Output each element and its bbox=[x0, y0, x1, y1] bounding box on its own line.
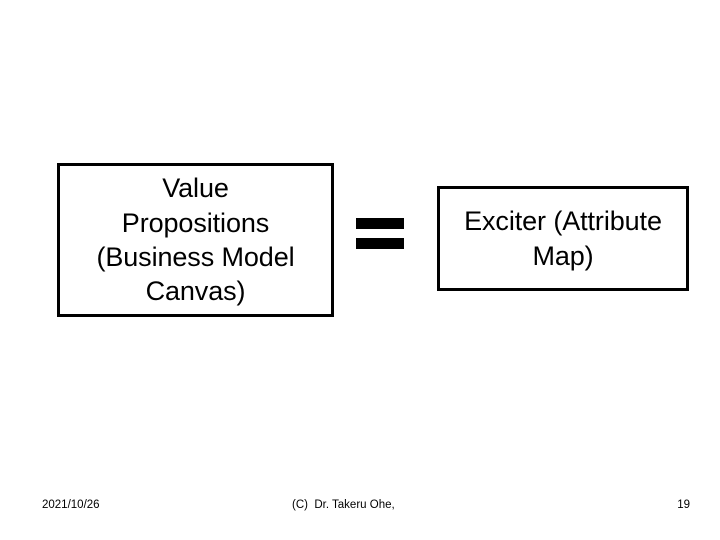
footer-page-number: 19 bbox=[677, 499, 690, 511]
concept-box-exciter[interactable]: Exciter (Attribute Map) bbox=[437, 186, 689, 291]
slide-footer: 2021/10/26 (C) Dr. Takeru Ohe, 19 bbox=[0, 494, 720, 516]
concept-box-value-propositions[interactable]: Value Propositions (Business Model Canva… bbox=[57, 163, 334, 317]
concept-box-value-propositions-label: Value Propositions (Business Model Canva… bbox=[96, 173, 295, 307]
footer-copyright: (C) Dr. Takeru Ohe, bbox=[292, 499, 395, 511]
footer-date: 2021/10/26 bbox=[42, 499, 100, 511]
concept-box-exciter-label: Exciter (Attribute Map) bbox=[464, 206, 662, 271]
equals-icon bbox=[356, 218, 404, 249]
equals-icon-bar-top bbox=[356, 218, 404, 229]
equals-icon-bar-bottom bbox=[356, 238, 404, 249]
